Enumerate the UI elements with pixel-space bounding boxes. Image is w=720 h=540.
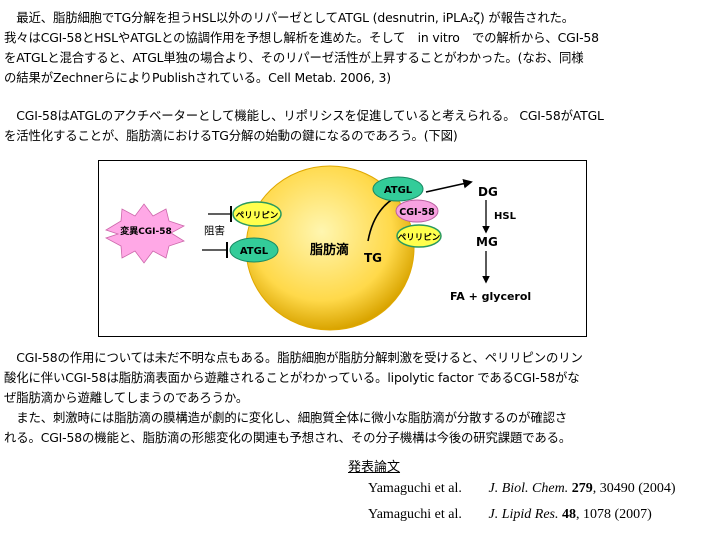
hsl-label: HSL (494, 211, 517, 222)
discussion-paragraph: CGI-58の作用については未だ不明な点もある。脂肪細胞が脂肪分解刺激を受けると… (4, 348, 716, 448)
atgl-top-label: ATGL (384, 185, 413, 196)
hypothesis-paragraph: CGI-58はATGLのアクチベーターとして機能し、リポリシスを促進していると考… (4, 106, 716, 146)
perilipin-right-label: ペリリピン (398, 232, 441, 243)
atgl-left-protein (229, 237, 279, 263)
reference-pages-year: , 1078 (2007) (576, 507, 652, 522)
perilipin-right-protein (396, 224, 442, 248)
perilipin-top-protein (232, 201, 282, 227)
mutant-cgi58-starburst (104, 203, 186, 264)
dg-label: DG (478, 185, 498, 199)
text-line: 我々はCGI-58とHSLやATGLとの協調作用を予想し解析を進めた。そして i… (4, 30, 599, 45)
perilipin-top-label: ペリリピン (236, 210, 279, 221)
atgl-top-protein (372, 176, 424, 202)
cgi58-protein (395, 199, 439, 223)
inhibition-label: 阻害 (204, 224, 225, 237)
reference-item: Yamaguchi et al. J. Biol. Chem. 279, 304… (368, 481, 676, 497)
reference-journal: J. Biol. Chem. (488, 481, 569, 496)
text-line: れる。CGI-58の機能と、脂肪滴の形態変化の関連も予想され、その分子機構は今後… (4, 430, 572, 445)
text-line: 最近、脂肪細胞でTG分解を担うHSL以外のリパーゼとしてATGL (desnut… (4, 10, 575, 25)
publications-heading: 発表論文 (348, 460, 401, 475)
mutant-cgi58-label: 変異CGI-58 (120, 225, 172, 237)
intro-paragraph: 最近、脂肪細胞でTG分解を担うHSL以外のリパーゼとしてATGL (desnut… (4, 8, 716, 88)
text-line: CGI-58はATGLのアクチベーターとして機能し、リポリシスを促進していると考… (4, 108, 604, 123)
reference-item: Yamaguchi et al. J. Lipid Res. 48, 1078 … (368, 507, 652, 523)
atgl-left-label: ATGL (240, 246, 269, 257)
reference-authors: Yamaguchi et al. (368, 481, 462, 496)
reference-journal: J. Lipid Res. (488, 507, 559, 522)
lipolysis-diagram: 脂肪滴 TG ATGL CGI-58 ペリリピン ペリリピン ATGL 変異CG… (98, 160, 587, 337)
text-line: をATGLと混合すると、ATGL単独の場合より、そのリパーゼ活性が上昇することが… (4, 50, 584, 65)
reference-authors: Yamaguchi et al. (368, 507, 462, 522)
tg-to-dg-arrow (425, 178, 473, 193)
reference-volume: 48 (562, 507, 576, 522)
text-line: ぜ脂肪滴から遊離してしまうのであろうか。 (4, 390, 249, 405)
text-line: 酸化に伴いCGI-58は脂肪滴表面から遊離されることがわかっている。lipoly… (4, 370, 580, 385)
reference-pages-year: , 30490 (2004) (592, 481, 676, 496)
text-line: また、刺激時には脂肪滴の膜構造が劇的に変化し、細胞質全体に微小な脂肪滴が分散する… (4, 410, 568, 425)
text-line: の結果がZechnerらによりPublishされている。Cell Metab. … (4, 70, 391, 85)
text-line: CGI-58の作用については未だ不明な点もある。脂肪細胞が脂肪分解刺激を受けると… (4, 350, 583, 365)
cgi58-label: CGI-58 (399, 207, 435, 218)
text-line: を活性化することが、脂肪滴におけるTG分解の始動の鍵になるのであろう。(下図) (4, 128, 458, 143)
mg-label: MG (476, 235, 498, 249)
products-label: FA + glycerol (450, 290, 531, 303)
tg-label: TG (364, 251, 382, 265)
lipid-droplet-label: 脂肪滴 (309, 242, 349, 258)
reference-volume: 279 (571, 481, 593, 496)
